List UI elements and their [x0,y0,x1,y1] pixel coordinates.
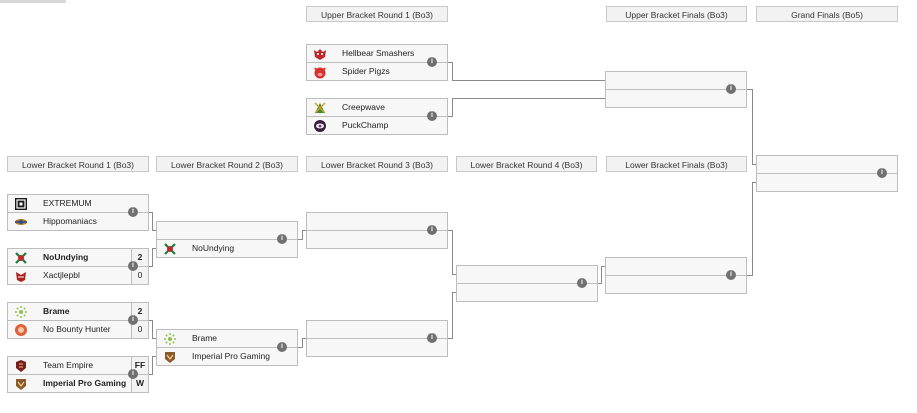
header-lb-r1: Lower Bracket Round 1 (Bo3) [7,156,149,172]
team-slot[interactable]: NoUndying 2 [7,248,149,267]
match-lb-r1-4[interactable]: Team Empire FF Imperial Pro Gaming W i [7,356,149,394]
team-slot[interactable]: Imperial Pro Gaming W [7,374,149,393]
team-slot[interactable] [456,283,598,302]
team-slot[interactable]: PuckChamp [306,116,448,135]
hippomaniacs-logo-icon [15,219,27,225]
team-name: NoUndying [192,243,235,253]
creepwave-logo-icon [314,102,326,114]
team-name: Team Empire [43,360,94,370]
team-slot[interactable] [605,275,747,294]
match-lb-r1-2[interactable]: NoUndying 2 Xactjlepbl 0 i [7,248,149,286]
match-info-icon[interactable]: i [277,234,287,244]
match-info-icon[interactable]: i [427,111,437,121]
team-slot[interactable]: Imperial Pro Gaming [156,347,298,366]
team-slot[interactable]: Spider Pigzs [306,62,448,81]
match-lb-r2-2[interactable]: Brame Imperial Pro Gaming i [156,329,298,367]
team-name: Creepwave [342,102,385,112]
match-info-icon[interactable]: i [128,369,138,379]
team-slot[interactable]: Brame [156,329,298,348]
header-lb-finals: Lower Bracket Finals (Bo3) [606,156,747,172]
match-info-icon[interactable]: i [128,207,138,217]
team-slot[interactable]: EXTREMUM [7,194,149,213]
match-info-icon[interactable]: i [877,168,887,178]
team-name: No Bounty Hunter [43,324,111,334]
team-name: Xactjlepbl [43,270,80,280]
team-slot[interactable]: No Bounty Hunter 0 [7,320,149,339]
team-empire-logo-icon [16,360,26,372]
team-name: Imperial Pro Gaming [192,351,270,361]
match-lb-r1-3[interactable]: Brame 2 No Bounty Hunter 0 i [7,302,149,340]
team-name: Spider Pigzs [342,66,390,76]
extremum-logo-icon [15,198,27,210]
team-name: Brame [192,333,218,343]
match-lb-r2-1[interactable]: NoUndying i [156,221,298,259]
match-lb-r4-1[interactable]: i [456,265,598,303]
match-grand-finals[interactable]: i [756,155,898,193]
team-slot[interactable] [605,89,747,108]
header-lb-r2: Lower Bracket Round 2 (Bo3) [156,156,298,172]
header-lb-r4: Lower Bracket Round 4 (Bo3) [456,156,597,172]
match-info-icon[interactable]: i [577,278,587,288]
team-name: EXTREMUM [43,198,92,208]
team-slot[interactable]: Team Empire FF [7,356,149,375]
match-info-icon[interactable]: i [427,57,437,67]
noundying-logo-icon [164,243,176,255]
team-slot[interactable]: Xactjlepbl 0 [7,266,149,285]
brame-logo-icon [164,333,176,345]
team-slot[interactable] [306,338,448,357]
match-info-icon[interactable]: i [128,261,138,271]
header-lb-r3: Lower Bracket Round 3 (Bo3) [306,156,448,172]
team-slot[interactable] [306,230,448,249]
match-ub-finals[interactable]: i [605,71,747,109]
team-slot[interactable]: NoUndying [156,239,298,258]
team-name: PuckChamp [342,120,389,130]
team-score: 0 [131,321,148,338]
match-info-icon[interactable]: i [277,342,287,352]
no-bounty-hunter-logo-icon [15,324,27,336]
match-lb-finals[interactable]: i [605,257,747,295]
team-score: W [131,375,148,392]
spider-pigzs-logo-icon [314,67,326,79]
puckchamp-logo-icon [314,120,326,132]
team-name: Brame [43,306,70,316]
team-name: Hippomaniacs [43,216,97,226]
match-info-icon[interactable]: i [427,333,437,343]
team-name: Imperial Pro Gaming [43,378,127,388]
match-info-icon[interactable]: i [128,315,138,325]
team-name: NoUndying [43,252,89,262]
team-name: Hellbear Smashers [342,48,415,58]
team-score: 0 [131,267,148,284]
header-ub-r1: Upper Bracket Round 1 (Bo3) [306,6,448,22]
imperial-logo-icon [165,352,175,363]
top-edge-bar [0,0,66,3]
header-ub-finals: Upper Bracket Finals (Bo3) [606,6,747,22]
brame-logo-icon [15,306,27,318]
match-lb-r3-2[interactable]: i [306,320,448,358]
hellbear-logo-icon [314,49,326,60]
match-info-icon[interactable]: i [726,270,736,280]
match-lb-r3-1[interactable]: i [306,212,448,250]
noundying-logo-icon [15,252,27,264]
match-ub-r1-2[interactable]: Creepwave PuckChamp i [306,98,448,136]
xactjlepbl-logo-icon [16,272,26,282]
match-info-icon[interactable]: i [726,84,736,94]
header-grand-finals: Grand Finals (Bo5) [756,6,898,22]
team-slot[interactable]: Hippomaniacs [7,212,149,231]
match-lb-r1-1[interactable]: EXTREMUM Hippomaniacs i [7,194,149,232]
match-ub-r1-1[interactable]: Hellbear Smashers Spider Pigzs i [306,44,448,82]
match-info-icon[interactable]: i [427,225,437,235]
imperial-logo-icon [16,379,26,390]
team-slot[interactable] [756,173,898,192]
